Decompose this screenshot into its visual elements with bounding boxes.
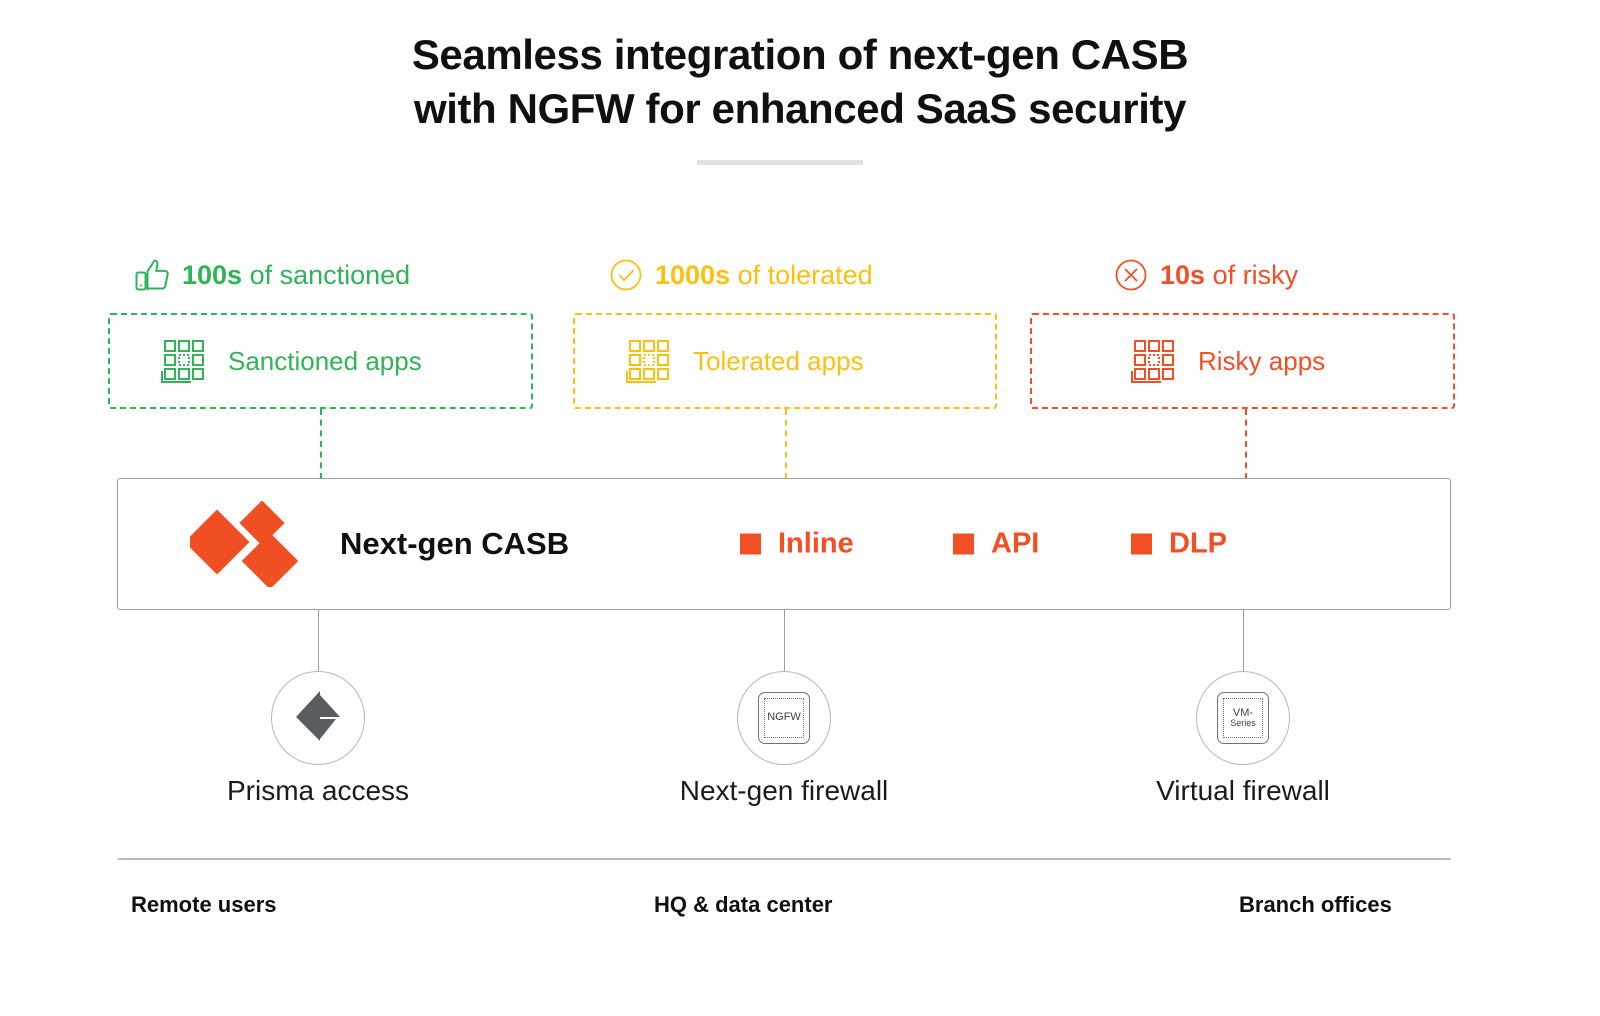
category-header-tolerated: 1000s of tolerated	[609, 258, 873, 292]
category-box-risky[interactable]: Risky apps	[1030, 313, 1455, 409]
footer-divider	[118, 858, 1451, 860]
connector-casb-to-ngfw	[784, 610, 785, 672]
category-box-label-risky: Risky apps	[1198, 345, 1326, 376]
category-box-label-sanctioned: Sanctioned apps	[228, 345, 422, 376]
footer-zone-branch-offices: Branch offices	[1239, 892, 1392, 917]
connector-tolerated-to-casb	[785, 409, 787, 479]
category-count-sanctioned: 100s of sanctioned	[182, 259, 411, 290]
category-count-risky: 10s of risky	[1160, 259, 1299, 290]
casb-feature-label: DLP	[1169, 527, 1227, 560]
vm-series-chip-label-1: VM-	[1232, 706, 1254, 719]
node-label-next-gen-firewall: Next-gen firewall	[679, 775, 889, 806]
node-label-virtual-firewall: Virtual firewall	[1156, 775, 1330, 806]
x-circle-icon	[1114, 258, 1148, 292]
palo-alto-networks-logo	[184, 500, 310, 590]
casb-feature-label: Inline	[778, 527, 854, 560]
connector-casb-to-prisma	[318, 610, 319, 672]
square-bullet-icon	[1131, 533, 1152, 555]
next-gen-casb-bar[interactable]: Next-gen CASB Inline API DLP	[117, 478, 1451, 610]
apps-grid-icon	[623, 336, 673, 386]
category-box-sanctioned[interactable]: Sanctioned apps	[108, 313, 533, 409]
category-header-risky: 10s of risky	[1114, 258, 1298, 292]
page-title-line-2: with NGFW for enhanced SaaS security	[413, 84, 1187, 132]
footer-zone-remote-users: Remote users	[131, 892, 277, 917]
page-title: Seamless integration of next-gen CASB wi…	[0, 28, 1600, 136]
category-count-tolerated: 1000s of tolerated	[655, 259, 873, 290]
footer-zone-hq-data-center: HQ & data center	[654, 892, 833, 917]
node-next-gen-firewall[interactable]: NGFW	[737, 671, 831, 765]
connector-casb-to-vm-series	[1243, 610, 1244, 672]
category-header-sanctioned: 100s of sanctioned	[134, 258, 410, 292]
apps-grid-icon	[1128, 336, 1178, 386]
thumbs-up-icon	[134, 258, 170, 292]
connector-risky-to-casb	[1245, 409, 1247, 479]
vm-series-chip-icon: VM- Series	[1217, 692, 1269, 744]
square-bullet-icon	[953, 533, 974, 555]
category-box-label-tolerated: Tolerated apps	[693, 345, 864, 376]
category-box-tolerated[interactable]: Tolerated apps	[573, 313, 997, 409]
casb-feature-inline[interactable]: Inline	[740, 528, 854, 561]
casb-bar-title: Next-gen CASB	[340, 526, 570, 561]
title-divider	[697, 160, 863, 165]
connector-sanctioned-to-casb	[320, 409, 322, 479]
prisma-access-icon	[290, 687, 346, 750]
node-label-prisma-access: Prisma access	[226, 775, 410, 806]
ngfw-chip-icon: NGFW	[758, 692, 810, 744]
node-prisma-access[interactable]	[271, 671, 365, 765]
square-bullet-icon	[740, 533, 761, 555]
casb-feature-label: API	[991, 527, 1040, 560]
page-title-line-1: Seamless integration of next-gen CASB	[411, 31, 1189, 78]
check-circle-icon	[609, 258, 643, 292]
casb-feature-dlp[interactable]: DLP	[1131, 528, 1227, 561]
casb-feature-api[interactable]: API	[953, 528, 1039, 561]
node-virtual-firewall[interactable]: VM- Series	[1196, 671, 1290, 765]
apps-grid-icon	[158, 336, 208, 386]
ngfw-chip-label: NGFW	[767, 711, 801, 724]
vm-series-chip-label-2: Series	[1230, 718, 1256, 729]
